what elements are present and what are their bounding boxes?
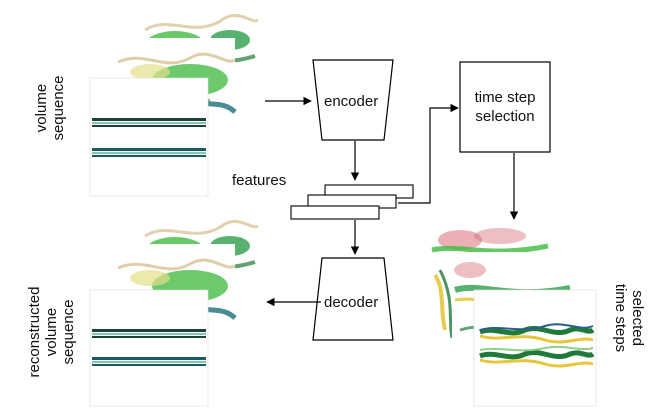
encoder-block bbox=[312, 59, 394, 141]
decoder-block bbox=[312, 257, 394, 341]
feature-bar-front bbox=[290, 205, 380, 220]
reconstructed-sequence-label: reconstructed volume sequence bbox=[26, 286, 77, 378]
selected-time-steps-stack bbox=[430, 224, 597, 407]
decoder-label: decoder bbox=[324, 294, 379, 311]
arrow-features-to-selection bbox=[398, 103, 459, 204]
selected-time-steps-label: selected time steps bbox=[612, 283, 646, 353]
features-label: features bbox=[232, 172, 287, 189]
selected-frame-front bbox=[473, 289, 597, 407]
input-volume-stack bbox=[89, 8, 259, 197]
encoder-label: encoder bbox=[324, 93, 379, 110]
features-stack bbox=[290, 184, 414, 220]
reconstructed-frame-front bbox=[89, 289, 209, 407]
time-step-selection-label: time step selection bbox=[474, 89, 536, 125]
time-step-selection-block bbox=[459, 61, 551, 153]
reconstructed-volume-stack bbox=[89, 214, 259, 407]
input-frame-front bbox=[89, 77, 209, 197]
input-sequence-label: volume sequence bbox=[33, 75, 67, 141]
